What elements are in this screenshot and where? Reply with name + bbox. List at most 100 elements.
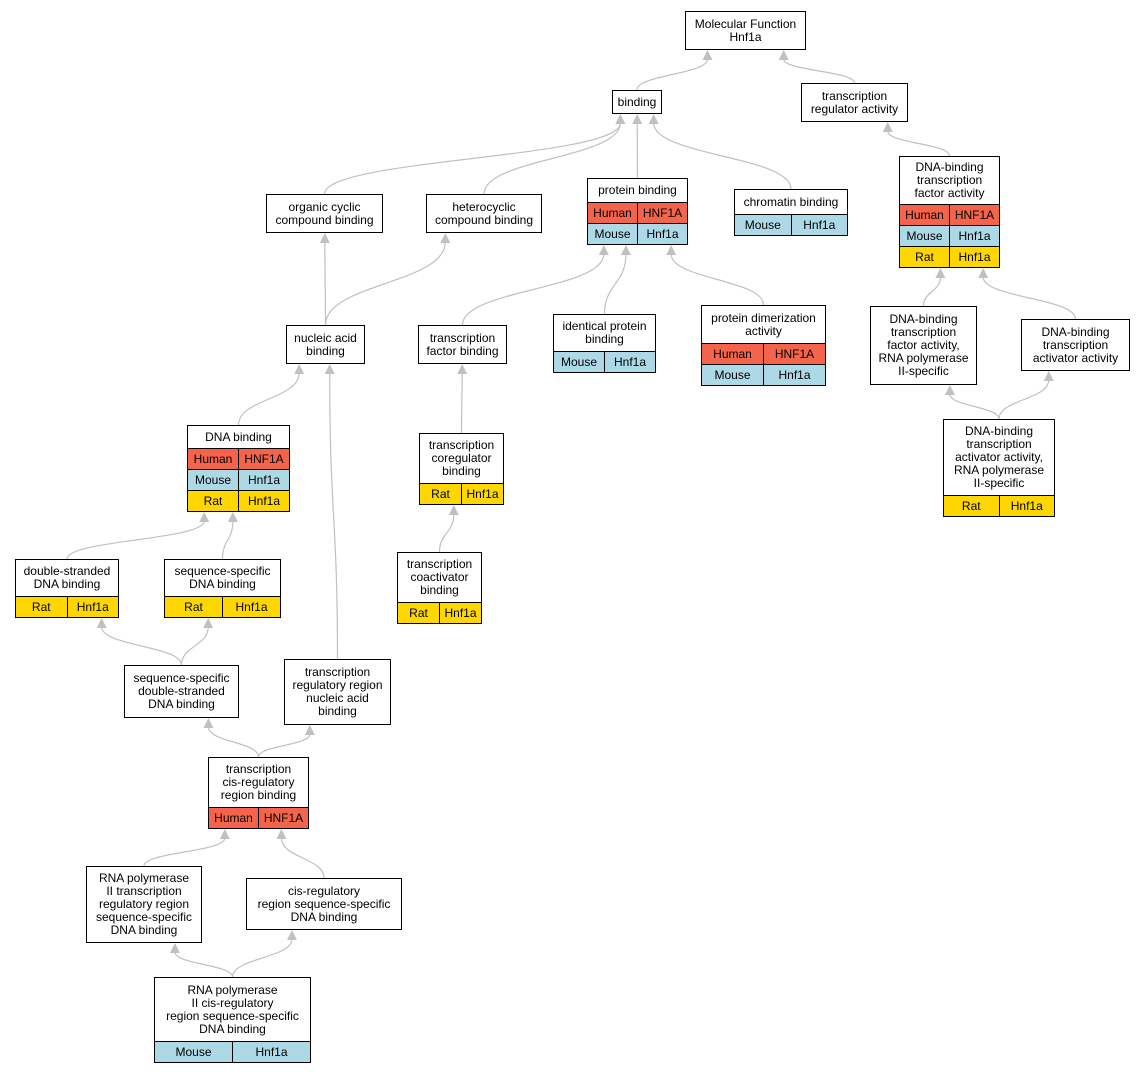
gene-symbol: Hnf1a: [637, 224, 687, 244]
edge-arrowhead: [1043, 371, 1054, 381]
gene-symbol: Hnf1a: [461, 484, 503, 504]
edge-line: [636, 58, 709, 91]
go-term-label-line: II transcription: [106, 884, 182, 898]
edge-line: [670, 253, 765, 306]
edge-arrowhead: [440, 233, 451, 243]
species-name: Rat: [961, 499, 981, 513]
species-name: Mouse: [906, 229, 943, 243]
go-term-label-line: DNA binding: [205, 429, 272, 444]
go-term-label: chromatin binding: [735, 190, 847, 214]
go-term-label-line: coregulator: [431, 451, 492, 465]
edge-arrowhead: [227, 512, 238, 522]
species-name: Rat: [915, 250, 934, 264]
species-name: Human: [214, 811, 253, 825]
go-term-label-line: Molecular Function: [694, 16, 797, 31]
go-term-label-line: binding: [420, 583, 459, 597]
gene-symbol: Hnf1a: [238, 491, 289, 511]
edge-line: [982, 276, 1077, 320]
edge-line: [922, 276, 941, 307]
go-term-label-line: identical protein: [562, 319, 647, 333]
edge-arrowhead: [219, 829, 230, 839]
go-term-label-line: binding: [318, 704, 357, 718]
edge-arrowhead: [648, 114, 659, 124]
go-term-label-line: region sequence-specific: [166, 1008, 299, 1023]
go-term-label-line: DNA-binding: [889, 312, 958, 326]
species-name: Rat: [31, 600, 51, 614]
species-name: Mouse: [744, 218, 781, 232]
go-term-label-line: II-specific: [898, 364, 949, 378]
go-term-label: binding: [613, 91, 661, 113]
go-term-label-line: binding: [585, 332, 624, 346]
go-term-label-line: Hnf1a: [729, 29, 762, 44]
go-term-label-line: cis-regulatory: [222, 775, 295, 789]
species-name: Rat: [409, 606, 428, 620]
go-term-label-line: factor activity,: [887, 338, 960, 352]
edge-arrowhead: [632, 114, 643, 124]
edge-arrowhead: [304, 725, 315, 735]
edge-arrowhead: [620, 245, 631, 255]
go-term-label-line: transcription: [406, 557, 473, 571]
go-term-label-line: transcription: [966, 437, 1032, 451]
go-term-label-line: RNA polymerase: [98, 871, 190, 885]
gene-symbol: HNF1A: [949, 205, 999, 225]
species-name: Rat: [431, 487, 450, 501]
go-term-label-line: cis-regulatory: [287, 883, 361, 898]
species-name: Mouse: [175, 1045, 212, 1059]
edge-line: [174, 951, 234, 978]
go-term-label-line: DNA binding: [110, 923, 178, 937]
go-term-label-line: region sequence-specific: [257, 896, 391, 911]
go-term-label-line: protein binding: [598, 183, 677, 197]
edge-arrowhead: [276, 829, 287, 839]
edge-line: [461, 253, 605, 326]
edge-arrowhead: [199, 512, 210, 522]
edge-line: [783, 58, 856, 84]
species-name: Mouse: [594, 227, 631, 241]
species-name: Mouse: [560, 355, 598, 369]
edge-arrowhead: [978, 268, 989, 278]
go-term-label-line: binding: [442, 464, 481, 478]
edge-line: [438, 513, 455, 553]
gene-symbol: HNF1A: [258, 808, 308, 828]
go-term-label-line: transcription: [428, 438, 495, 452]
edge-arrowhead: [778, 50, 789, 60]
go-term-node[interactable]: binding: [612, 90, 662, 114]
